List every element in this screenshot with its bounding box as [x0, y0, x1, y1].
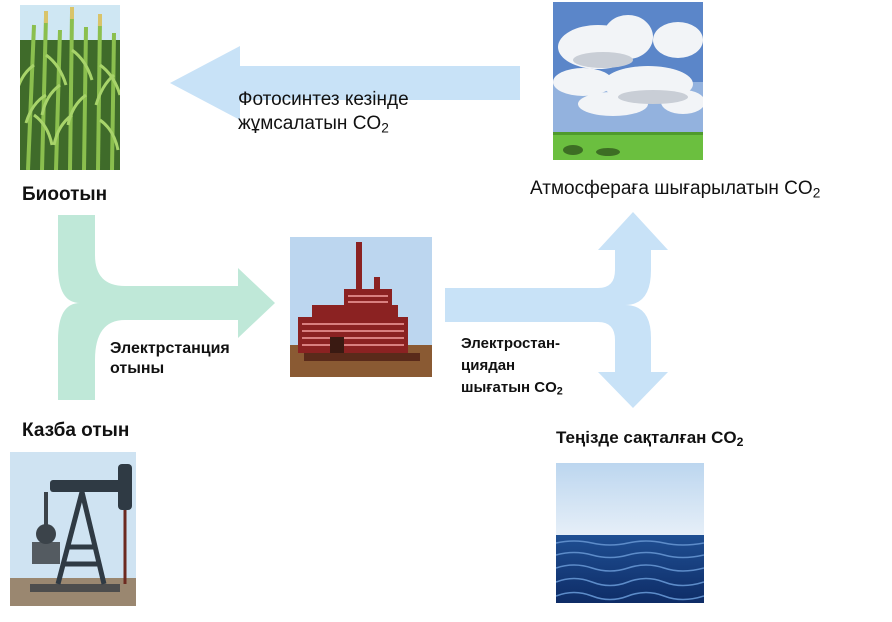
- emission-split-arrow: [445, 212, 668, 408]
- photosynthesis-line2-subscript: 2: [381, 120, 389, 136]
- ocean-label: Теңізде сақталған CO2: [556, 427, 743, 450]
- atmosphere-label-subscript: 2: [812, 185, 821, 201]
- ocean-label-text: Теңізде сақталған CO: [556, 428, 737, 447]
- oil-pump-icon: [10, 452, 136, 606]
- ocean-label-subscript: 2: [736, 435, 744, 450]
- plant-fuel-line1: Электрстанция: [110, 340, 230, 357]
- fuel-merge-arrow: [58, 215, 275, 400]
- plant-fuel-label: Электрстанция отыны: [110, 339, 230, 379]
- plant-emission-line3-subscript: 2: [556, 385, 563, 398]
- sea-icon: [556, 463, 704, 603]
- plant-emission-line2: циядан: [461, 356, 516, 374]
- plant-fuel-line2: отыны: [110, 360, 165, 377]
- atmosphere-label-text: Атмосфераға шығарылатын CO: [530, 178, 813, 199]
- biofuel-label: Биоотын: [22, 184, 108, 205]
- atmosphere-label: Атмосфераға шығарылатын CO2: [530, 177, 820, 202]
- plant-emission-line3: шығатын CO2: [461, 377, 563, 400]
- photosynthesis-line2-text: жұмсалатын CO: [238, 112, 382, 134]
- fossil-fuel-label: Казба отын: [22, 420, 130, 441]
- plant-emission-line3-text: шығатын CO: [461, 378, 557, 396]
- power-plant-icon: [290, 237, 432, 377]
- photosynthesis-arrow: [170, 46, 520, 120]
- plant-emission-label: Электростан- циядан шығатын CO2: [461, 333, 563, 400]
- photosynthesis-line1: Фотосинтез кезінде: [238, 89, 409, 110]
- plant-emission-line1: Электростан-: [461, 335, 561, 352]
- photosynthesis-label: Фотосинтез кезінде жұмсалатын CO2: [238, 88, 409, 136]
- photosynthesis-line2: жұмсалатын CO2: [238, 112, 409, 137]
- cloudy-sky-icon: [553, 2, 703, 160]
- corn-field-icon: [20, 5, 120, 170]
